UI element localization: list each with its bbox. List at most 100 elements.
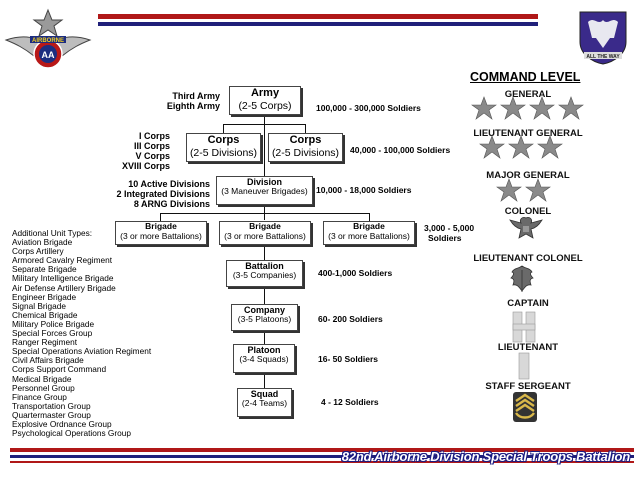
squad-soldiers: 4 - 12 Soldiers xyxy=(321,397,379,407)
rank-lieutenant-colonel: LIEUTENANT COLONEL xyxy=(473,253,583,264)
unit-type-item: Military Police Brigade xyxy=(12,318,95,329)
brigade-soldiers-range: 3,000 - 5,000 xyxy=(424,223,475,233)
brigade-b-title: Brigade xyxy=(249,221,281,231)
brigade-soldiers-unit: Soldiers xyxy=(428,233,462,243)
corps-label: XVIII Corps xyxy=(121,161,170,171)
rank-staff-sergeant: STAFF SERGEANT xyxy=(485,381,571,392)
corps-soldiers: 40,000 - 100,000 Soldiers xyxy=(350,145,451,155)
brigade-c-sub: (3 or more Battalions) xyxy=(328,230,410,241)
squad-box: Squad (2-4 Teams) xyxy=(237,388,292,417)
battalion-title: Battalion xyxy=(245,261,284,271)
company-title: Company xyxy=(243,305,285,315)
unit-type-item: Medical Brigade xyxy=(12,373,72,384)
brigade-a-sub: (3 or more Battalions) xyxy=(120,230,202,241)
unit-type-item: Transportation Group xyxy=(12,400,91,411)
major-general-stars-icon xyxy=(496,178,551,202)
platoon-title: Platoon xyxy=(247,345,281,355)
unit-type-item: Finance Group xyxy=(12,391,67,402)
connector xyxy=(264,244,265,260)
command-level-heading: COMMAND LEVEL xyxy=(470,70,581,84)
oak-leaf-icon xyxy=(510,265,534,292)
rank-general: GENERAL xyxy=(504,89,552,100)
unit-type-item: Signal Brigade xyxy=(12,300,66,311)
unit-type-item: Special Operations Aviation Regiment xyxy=(12,346,152,357)
company-sub: (3-5 Platoons) xyxy=(237,314,292,325)
unit-types-heading: Additional Unit Types: xyxy=(12,228,93,238)
unit-type-item: Corps Support Command xyxy=(12,364,107,375)
rank-captain: CAPTAIN xyxy=(507,298,549,309)
corps-label: V Corps xyxy=(135,151,170,161)
brigade-box-a: Brigade (3 or more Battalions) xyxy=(115,221,207,245)
platoon-sub: (3-4 Squads) xyxy=(239,354,289,365)
top-blue-stripe xyxy=(98,22,538,26)
army-label: Eighth Army xyxy=(166,101,220,111)
brigade-box-c: Brigade (3 or more Battalions) xyxy=(323,221,415,245)
corps-box-b: Corps (2-5 Divisions) xyxy=(268,133,343,162)
bottom-red-stripe xyxy=(10,448,634,452)
company-soldiers: 60- 200 Soldiers xyxy=(318,314,383,324)
top-red-stripe xyxy=(98,14,538,19)
corps-labels: I Corps III Corps V Corps XVIII Corps xyxy=(122,131,170,171)
brigade-a-title: Brigade xyxy=(145,221,177,231)
division-box: Division (3 Maneuver Brigades) xyxy=(216,176,313,205)
connector xyxy=(369,213,370,221)
unit-type-item: Aviation Brigade xyxy=(12,237,73,248)
corps-b-title: Corps xyxy=(289,134,322,146)
unit-type-item: Corps Artillery xyxy=(12,246,64,257)
airborne-wings-insignia: AA AIRBORNE xyxy=(4,8,92,69)
corps-label: I Corps xyxy=(138,131,170,141)
corps-a-title: Corps xyxy=(207,134,240,146)
rank-lieutenant-general: LIEUTENANT GENERAL xyxy=(473,128,583,139)
unit-type-item: Ranger Regiment xyxy=(12,337,78,348)
connector xyxy=(160,213,370,214)
brigade-soldiers: 3,000 - 5,000 Soldiers xyxy=(424,223,474,243)
unit-type-item: Engineer Brigade xyxy=(12,291,77,302)
connector xyxy=(305,124,306,133)
division-label: 2 Integrated Divisions xyxy=(116,189,210,199)
brigade-c-title: Brigade xyxy=(353,221,385,231)
platoon-box: Platoon (3-4 Squads) xyxy=(233,344,295,373)
bottom-red-stripe-2 xyxy=(10,461,634,463)
general-stars-icon xyxy=(471,96,584,120)
army-title: Army xyxy=(250,87,280,99)
battalion-soldiers: 400-1,000 Soldiers xyxy=(318,268,393,278)
crest-motto-text: ALL THE WAY xyxy=(586,54,620,60)
unit-type-item: Air Defense Artillery Brigade xyxy=(12,282,116,293)
division-labels: 10 Active Divisions 2 Integrated Divisio… xyxy=(116,179,210,209)
unit-type-item: Explosive Ordnance Group xyxy=(12,418,112,429)
army-box: Army (2-5 Corps) xyxy=(229,86,301,115)
staff-sergeant-chevron-icon xyxy=(513,392,537,422)
corps-a-sub: (2-5 Divisions) xyxy=(189,146,258,159)
lieutenant-general-stars-icon xyxy=(479,135,563,159)
squad-sub: (2-4 Teams) xyxy=(241,398,288,409)
unit-type-item: Psychological Operations Group xyxy=(12,428,131,439)
connector xyxy=(264,114,265,124)
corps-box-a: Corps (2-5 Divisions) xyxy=(186,133,261,162)
connector xyxy=(223,124,224,133)
unit-type-item: Special Forces Group xyxy=(12,328,93,339)
airborne-tab-text: AIRBORNE xyxy=(32,38,64,44)
company-box: Company (3-5 Platoons) xyxy=(231,304,298,331)
unit-type-item: Armored Cavalry Regiment xyxy=(12,255,113,266)
squad-title: Squad xyxy=(250,389,279,399)
rank-colonel: COLONEL xyxy=(504,206,552,217)
svg-text:AA: AA xyxy=(42,50,55,60)
unit-type-item: Quartermaster Group xyxy=(12,409,91,420)
division-title: Division xyxy=(246,177,282,187)
unit-type-item: Military Intelligence Brigade xyxy=(12,273,114,284)
colonel-eagle-icon xyxy=(509,217,543,239)
brigade-box-b: Brigade (3 or more Battalions) xyxy=(219,221,311,245)
lieutenant-bar-icon xyxy=(518,352,530,380)
army-soldiers: 100,000 - 300,000 Soldiers xyxy=(316,103,421,113)
battalion-box: Battalion (3-5 Companies) xyxy=(226,260,303,287)
unit-type-item: Civil Affairs Brigade xyxy=(12,355,84,366)
unit-type-item: Personnel Group xyxy=(12,382,75,393)
unit-type-item: Chemical Brigade xyxy=(12,309,78,320)
connector xyxy=(264,124,265,176)
connector xyxy=(264,372,265,388)
connector xyxy=(264,330,265,344)
division-label: 10 Active Divisions xyxy=(128,179,210,189)
footer-title: 82nd Airborne Division Special Troops Ba… xyxy=(341,449,630,464)
unit-crest-insignia: ALL THE WAY xyxy=(579,11,627,65)
